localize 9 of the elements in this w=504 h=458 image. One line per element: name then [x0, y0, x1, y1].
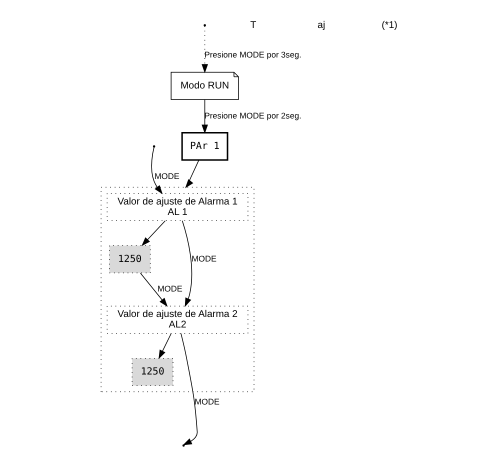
edge-label: MODE [191, 253, 216, 264]
edge-label: MODE [157, 284, 182, 294]
edge-label: MODE [154, 170, 179, 181]
label: aj [317, 20, 325, 31]
label: (*1) [381, 20, 397, 31]
edge-label: Presione MODE por 2seg. [204, 110, 301, 120]
label: T [250, 20, 256, 31]
edge-label: Presione MODE por 3seg. [204, 50, 301, 60]
edge-label: MODE [194, 396, 220, 406]
